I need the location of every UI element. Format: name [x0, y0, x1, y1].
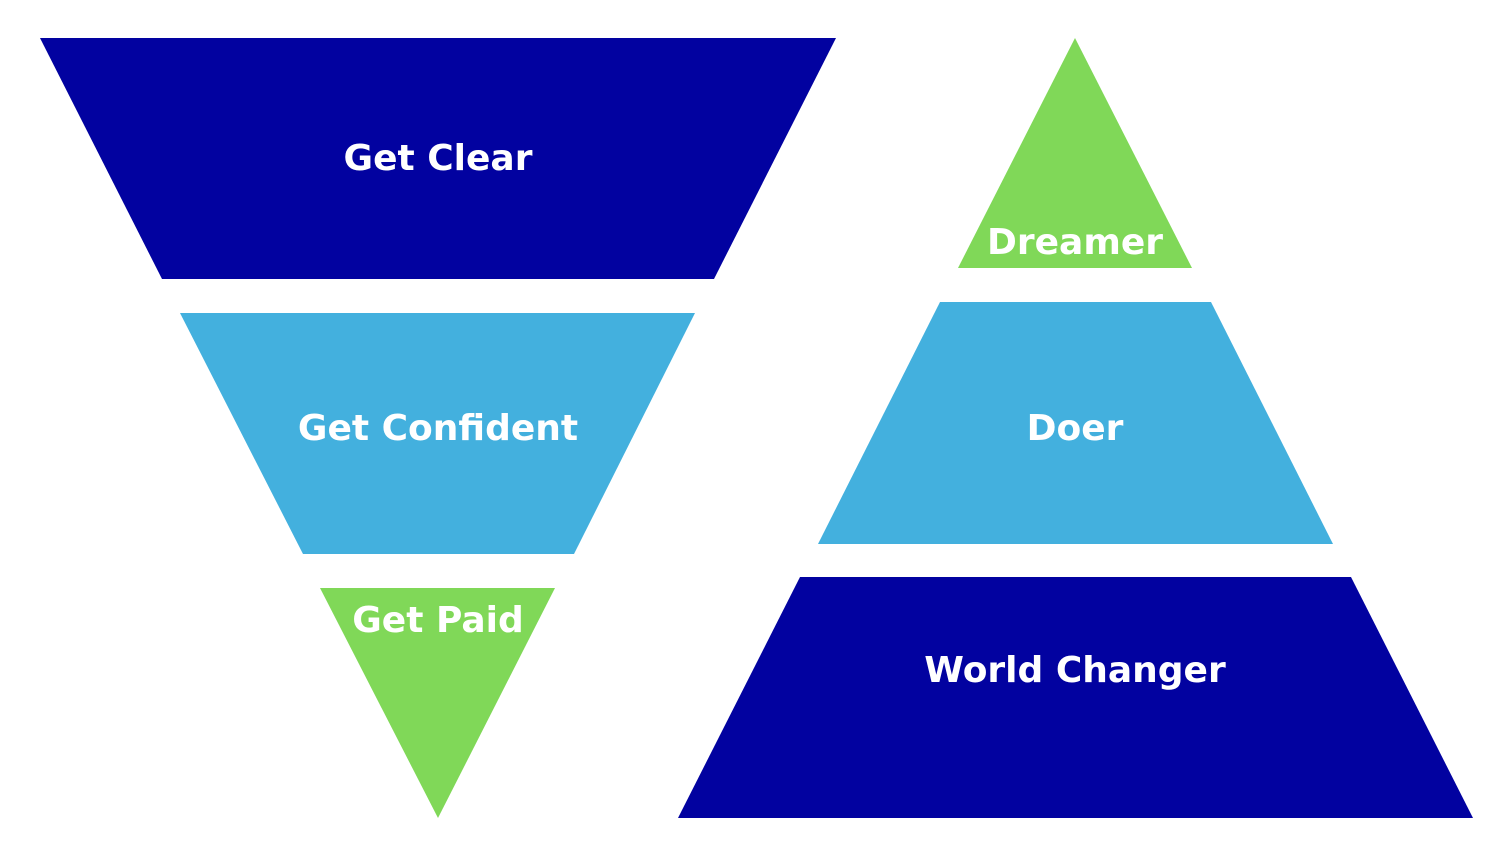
funnel-level-get-paid: [320, 588, 555, 818]
pyramid: Dreamer Doer World Changer: [678, 38, 1473, 818]
funnel-label-get-paid: Get Paid: [352, 600, 524, 641]
pyramid-level-doer: [818, 302, 1333, 544]
funnel-level-get-clear: [40, 38, 836, 279]
funnel-level-get-confident: [180, 313, 695, 554]
pyramid-label-dreamer: Dreamer: [987, 222, 1163, 263]
pyramid-label-world-changer: World Changer: [924, 650, 1226, 691]
funnel-label-get-confident: Get Confident: [298, 408, 578, 449]
pyramid-level-world-changer: [678, 577, 1473, 818]
pyramid-label-doer: Doer: [1027, 408, 1124, 449]
funnel-label-get-clear: Get Clear: [344, 138, 533, 179]
pyramid-level-dreamer: [958, 38, 1192, 268]
funnel: Get Clear Get Confident Get Paid: [40, 38, 836, 818]
